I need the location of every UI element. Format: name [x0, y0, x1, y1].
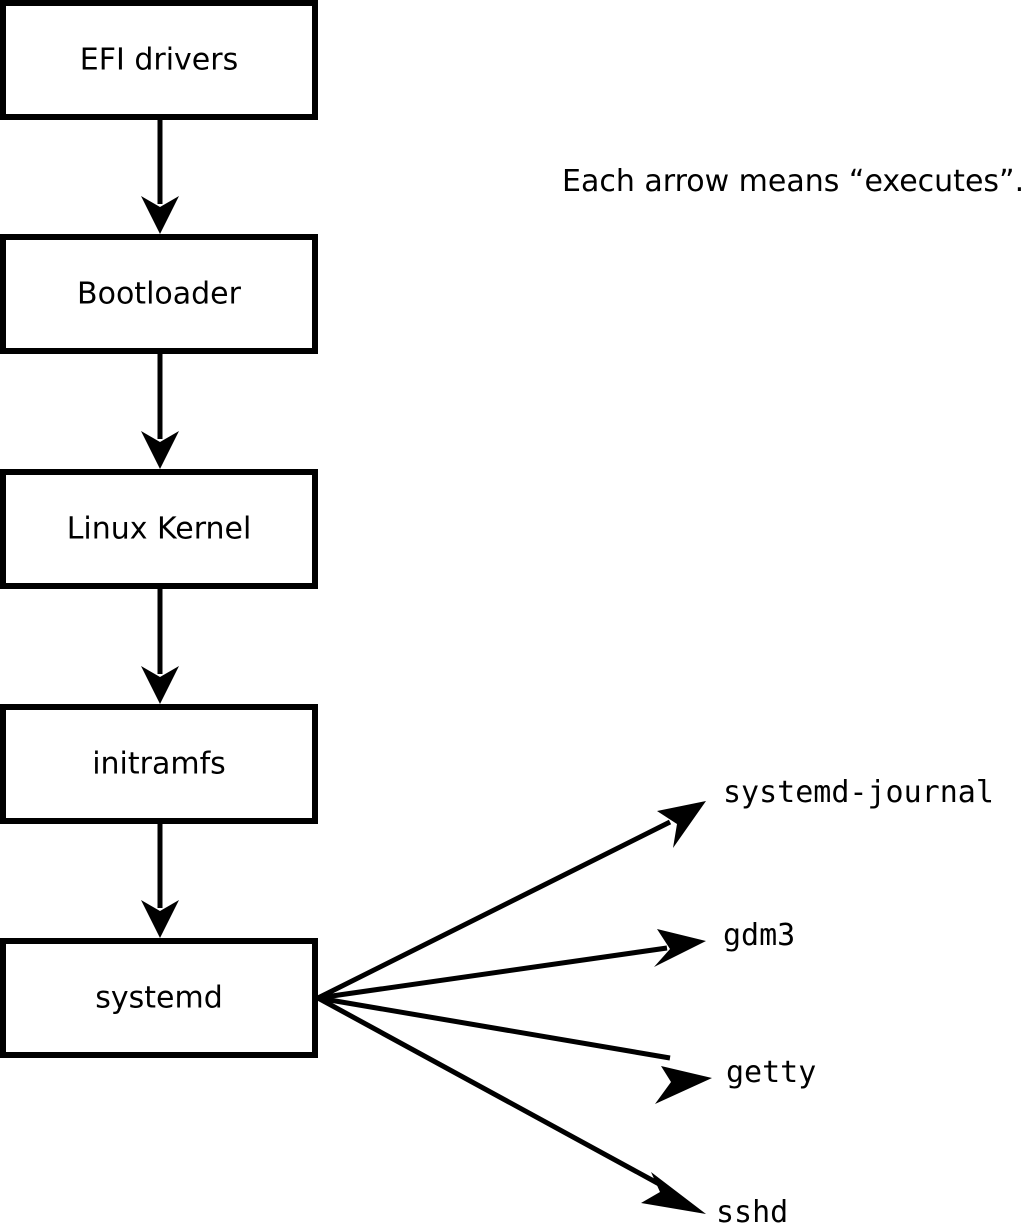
node-bootloader[interactable]: Bootloader [0, 234, 318, 354]
node-systemd-rect [0, 938, 318, 1058]
arrow-head-icon [641, 1172, 706, 1214]
arrow-initramfs-to-systemd [141, 822, 179, 938]
node-efi-drivers-rect [0, 0, 318, 120]
arrow-kernel-to-initramfs [141, 587, 179, 704]
node-efi-drivers-label: EFI drivers [80, 43, 238, 78]
node-bootloader-label: Bootloader [77, 277, 242, 312]
service-arrows-group [316, 801, 712, 1214]
node-initramfs[interactable]: initramfs [0, 704, 318, 824]
arrow-efi-to-bootloader [141, 118, 179, 234]
node-initramfs-label: initramfs [92, 747, 226, 782]
node-initramfs-rect [0, 704, 318, 824]
node-linux-kernel-rect [0, 469, 318, 589]
arrow-systemd-to-gdm3 [317, 929, 706, 1001]
node-bootloader-rect [0, 234, 318, 354]
arrow-head-icon [141, 900, 179, 938]
service-label-sshd: sshd [716, 1195, 788, 1230]
arrow-systemd-to-systemd-journal [316, 801, 706, 1001]
arrow-head-icon [141, 431, 179, 469]
chain-arrows-group [141, 118, 179, 938]
arrow-bootloader-to-kernel [141, 352, 179, 469]
node-linux-kernel[interactable]: Linux Kernel [0, 469, 318, 589]
service-label-gdm3: gdm3 [723, 918, 795, 953]
node-efi-drivers[interactable]: EFI drivers [0, 0, 318, 120]
arrow-head-icon [655, 1066, 712, 1104]
node-systemd[interactable]: systemd [0, 938, 318, 1058]
service-label-systemd-journal: systemd-journal [723, 775, 994, 810]
arrow-head-icon [654, 929, 706, 967]
service-labels-group: systemd-journal gdm3 getty sshd [716, 775, 994, 1230]
arrow-head-icon [141, 196, 179, 234]
arrow-systemd-to-getty [317, 995, 712, 1104]
service-label-getty: getty [726, 1055, 816, 1090]
arrow-systemd-to-sshd [316, 995, 706, 1214]
boot-chain-group: EFI drivers Bootloader Linux Kernel init… [0, 0, 318, 1058]
arrow-head-icon [141, 666, 179, 704]
arrow-head-icon [657, 801, 706, 848]
diagram-caption: Each arrow means “executes”. [562, 164, 1023, 199]
node-systemd-label: systemd [95, 981, 223, 1016]
node-linux-kernel-label: Linux Kernel [67, 512, 252, 547]
